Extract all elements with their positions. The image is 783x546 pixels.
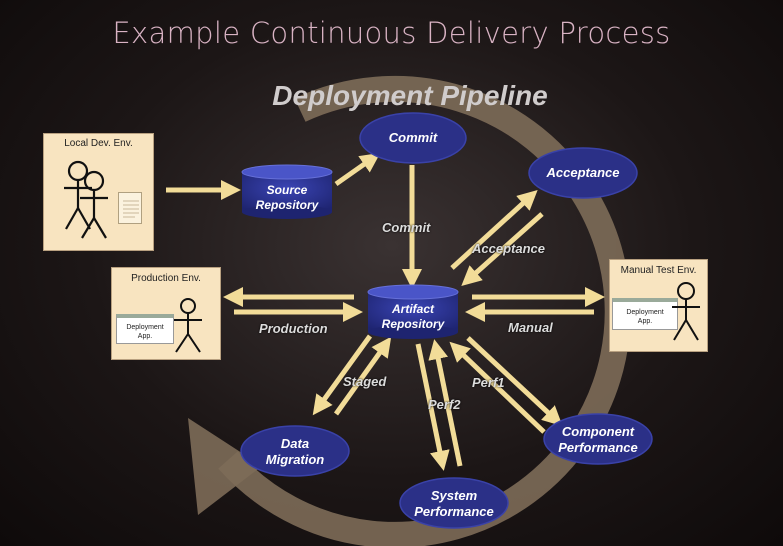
operator-icon [174,298,202,353]
local-dev-env-box: Local Dev. Env. [43,133,154,251]
arrow-acceptance-to-artifact [461,212,544,286]
arrow-source-to-commit [334,152,381,187]
arrow-artifact-to-migration [312,334,373,416]
staged-arrow-label: Staged [343,374,387,389]
system-performance-label: System Performance [400,488,508,520]
data-migration-line2: Migration [265,452,325,467]
production-env-label: Production Env. [131,273,201,284]
arrow-artifact-to-acceptance [450,189,538,270]
system-performance-line2: Performance [414,504,494,519]
tester-icon [672,282,700,341]
pipeline-subtitle: Deployment Pipeline [272,80,548,111]
component-performance-line2: Performance [558,440,638,455]
manual-test-app-label: Deployment App. [626,309,664,325]
cycle-arrowhead [188,418,262,515]
data-migration-line1: Data [280,436,310,451]
source-repository-cylinder [241,164,333,219]
production-app-label: Deployment App. [126,324,164,340]
commit-arrow-label: Commit [382,220,431,235]
arrow-artifact-to-compperf [466,336,563,427]
arrow-sysperf-to-artifact [428,339,463,467]
commit-stage [359,112,467,164]
system-performance-line1: System [430,488,478,503]
acceptance-arrow-label: Acceptance [472,241,545,256]
source-repository-line1: Source [266,183,308,197]
source-repository-label: Source Repository [242,183,332,213]
artifact-repository-line1: Artifact [391,302,434,316]
manual-arrow-label: Manual [508,320,553,335]
data-migration-label: Data Migration [241,436,349,468]
local-dev-env-label: Local Dev. Env. [64,138,133,149]
component-performance-label: Component Performance [544,424,652,456]
data-migration-stage [240,425,350,477]
artifact-repository-line2: Repository [381,317,445,331]
production-app-box: Deployment App. [116,314,174,344]
acceptance-stage [528,147,638,199]
page-title: Example Continuous Delivery Process [112,16,671,50]
manual-test-env-label: Manual Test Env. [620,265,697,276]
arrow-artifact-to-sysperf [415,343,450,471]
arrow-migration-to-artifact [333,336,392,416]
perf2-arrow-label: Perf2 [428,397,461,412]
cycle-arrow [218,75,631,546]
artifact-repository-cylinder [367,284,459,339]
production-env-box: Production Env. Deployment App. [111,267,221,360]
source-repository-line2: Repository [255,198,319,212]
arrow-compperf-to-artifact [449,341,546,434]
perf1-arrow-label: Perf1 [472,375,505,390]
acceptance-stage-label: Acceptance [546,165,620,180]
artifact-repository-label: Artifact Repository [368,302,458,332]
developers-icon [64,160,108,239]
production-arrow-label: Production [259,321,328,336]
system-performance-stage [399,477,509,529]
document-icon [118,192,142,224]
manual-test-app-box: Deployment App. [612,298,678,330]
commit-stage-label: Commit [388,130,438,145]
manual-test-env-box: Manual Test Env. Deployment App. [609,259,708,352]
component-performance-stage [543,413,653,465]
component-performance-line1: Component [561,424,635,439]
